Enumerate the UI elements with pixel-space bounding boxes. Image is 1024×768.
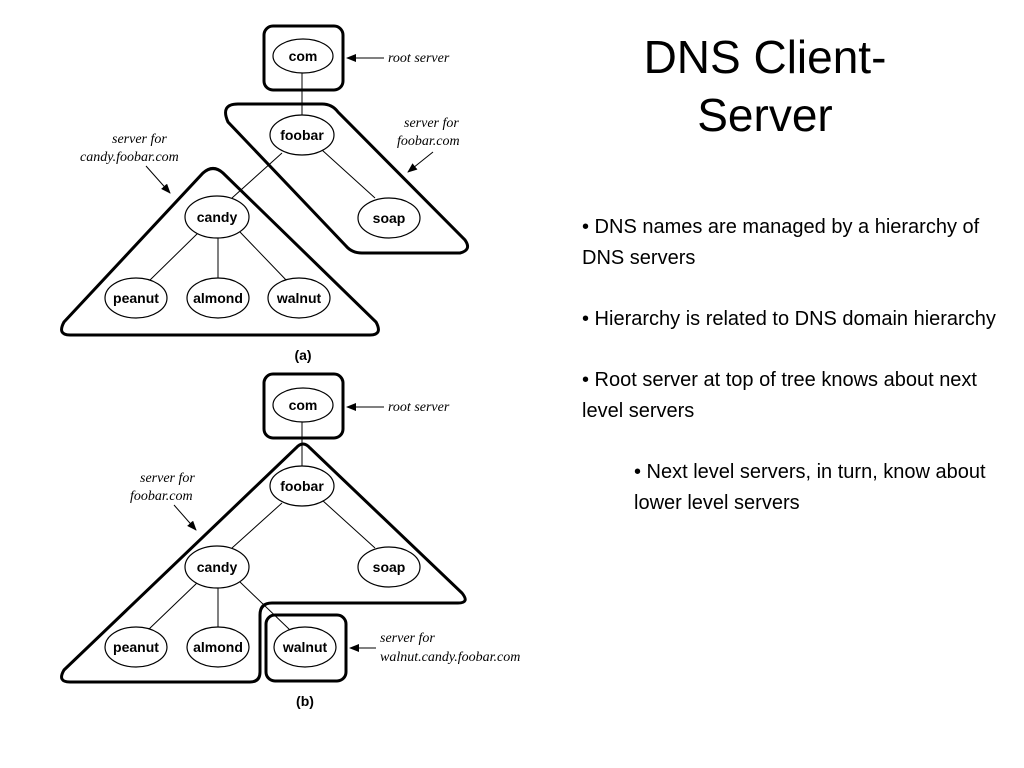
annotation-walnut-line1: server for	[380, 631, 435, 646]
annotation-foobar-line2: foobar.com	[397, 134, 460, 149]
node-label: candy	[197, 209, 238, 225]
annotation-root-server: root server	[388, 400, 450, 415]
node-soap: soap	[357, 197, 421, 239]
node-soap: soap	[357, 546, 421, 588]
annotation-candy-line2: candy.foobar.com	[80, 150, 179, 165]
walnut-zone-box	[264, 613, 348, 683]
slide-title: DNS Client-Server	[643, 31, 887, 141]
bullet-item: • DNS names are managed by a hierarchy o…	[582, 216, 980, 269]
node-label: almond	[193, 639, 243, 655]
caption-a: (a)	[294, 347, 311, 363]
node-peanut: peanut	[104, 277, 168, 319]
node-com: com	[272, 38, 334, 74]
caption-b: (b)	[296, 693, 314, 709]
diagram-a: com foobar soap candy peanut almond waln…	[60, 24, 470, 363]
node-label: foobar	[280, 478, 324, 494]
node-com: com	[272, 387, 334, 423]
candy-arrow	[145, 165, 171, 194]
annotation-foobar-line2: foobar.com	[130, 489, 193, 504]
foobar-zone-shape	[224, 102, 470, 255]
node-label: almond	[193, 290, 243, 306]
foobar-zone-shape	[60, 442, 467, 684]
node-label: walnut	[276, 290, 322, 306]
node-label: peanut	[113, 290, 159, 306]
annotation-foobar-line1: server for	[140, 471, 195, 486]
root-zone-box	[262, 372, 345, 440]
annotation-candy-line1: server for	[112, 132, 167, 147]
node-label: candy	[197, 559, 238, 575]
node-foobar: foobar	[269, 465, 335, 507]
node-walnut: walnut	[267, 277, 331, 319]
node-label: foobar	[280, 127, 324, 143]
candy-zone-shape	[60, 167, 380, 337]
node-foobar: foobar	[269, 114, 335, 156]
node-almond: almond	[186, 277, 250, 319]
node-almond: almond	[186, 626, 250, 668]
node-candy: candy	[184, 545, 250, 589]
node-walnut: walnut	[273, 626, 337, 668]
diagram-b: com foobar soap candy peanut almond waln…	[60, 372, 520, 709]
node-label: walnut	[282, 639, 328, 655]
foobar-arrow	[173, 504, 197, 531]
bullet-subitem: • Next level servers, in turn, know abou…	[634, 461, 986, 514]
node-label: com	[289, 48, 318, 64]
node-label: soap	[373, 559, 406, 575]
node-candy: candy	[184, 195, 250, 239]
root-zone-box	[262, 24, 345, 92]
node-peanut: peanut	[104, 626, 168, 668]
foobar-arrow	[407, 151, 434, 173]
bullet-list: • DNS names are managed by a hierarchy o…	[582, 212, 1002, 549]
node-label: soap	[373, 210, 406, 226]
annotation-foobar-line1: server for	[404, 116, 459, 131]
bullet-item: • Root server at top of tree knows about…	[582, 369, 977, 422]
node-label: com	[289, 397, 318, 413]
node-label: peanut	[113, 639, 159, 655]
annotation-root-server: root server	[388, 51, 450, 66]
dns-hierarchy-diagram: com foobar soap candy peanut almond waln…	[60, 24, 520, 709]
annotation-walnut-line2: walnut.candy.foobar.com	[380, 650, 520, 665]
bullet-item: • Hierarchy is related to DNS domain hie…	[582, 308, 996, 330]
